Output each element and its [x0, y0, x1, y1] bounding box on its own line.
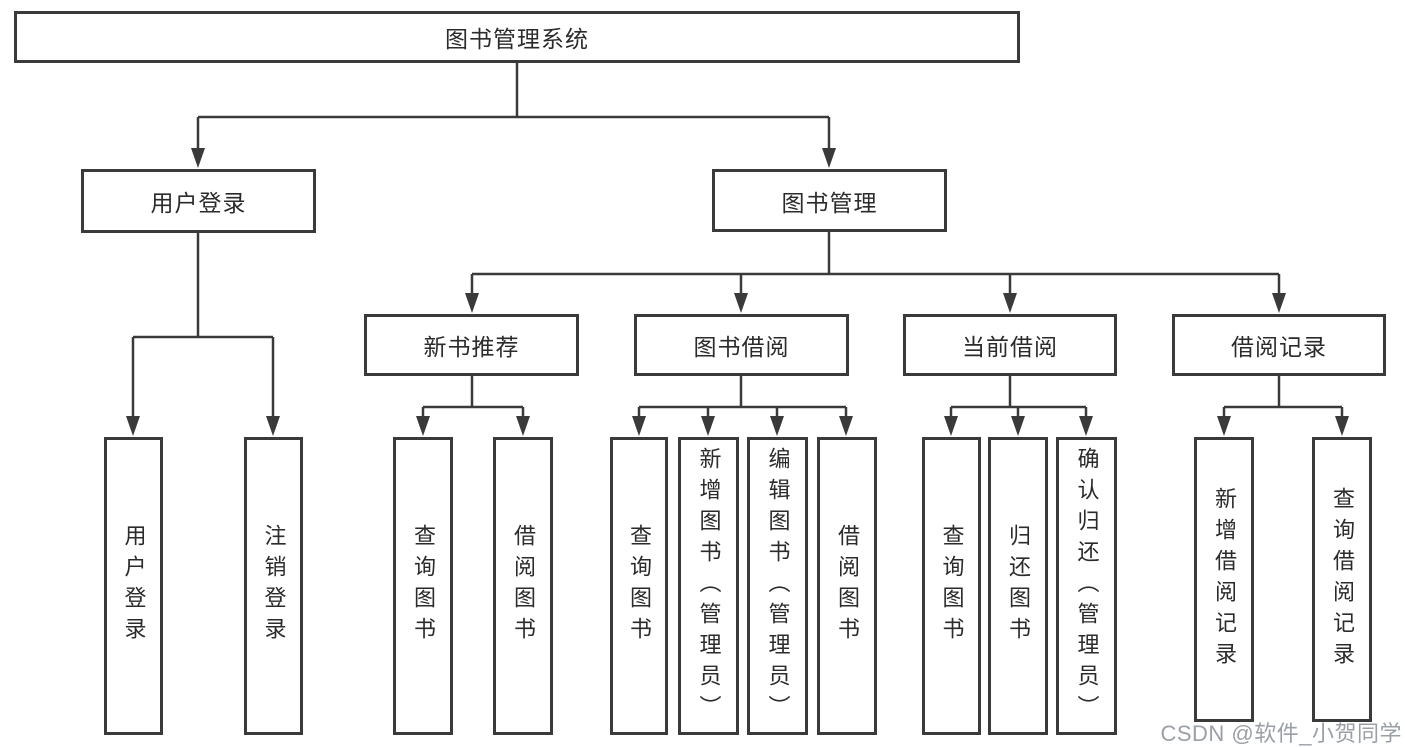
- leaf-cb-return-book: 归还图书: [988, 437, 1048, 735]
- leaf-bb-query-book-label: 查询图书: [627, 524, 652, 648]
- leaf-cb-confirm-return: 确认归还（管理员）: [1056, 437, 1117, 735]
- arrowhead-icon: [770, 416, 784, 436]
- node-borrow-record: 借阅记录: [1172, 314, 1386, 376]
- leaf-cb-query-book: 查询图书: [922, 437, 981, 735]
- node-user-login: 用户登录: [81, 169, 316, 233]
- connector-currentborrow-to-leaves: [949, 376, 1088, 418]
- node-book-borrow: 图书借阅: [634, 314, 849, 376]
- leaf-user-login: 用户登录: [104, 437, 163, 735]
- arrowhead-icon: [266, 416, 280, 436]
- leaf-bb-edit-book: 编辑图书（管理员）: [747, 437, 808, 735]
- node-user-login-label: 用户登录: [150, 190, 247, 216]
- node-root-label: 图书管理系统: [445, 26, 589, 52]
- connector-userlogin-to-leaves: [131, 233, 275, 418]
- arrowhead-icon: [516, 416, 530, 436]
- node-root: 图书管理系统: [14, 11, 1020, 63]
- connector-bookmgmt-to-level2: [470, 232, 1281, 296]
- arrowhead-icon: [1011, 416, 1025, 436]
- leaf-nb-borrow-book-label: 借阅图书: [511, 524, 536, 648]
- arrowhead-icon: [416, 416, 430, 436]
- leaf-bb-add-book: 新增图书（管理员）: [678, 437, 739, 735]
- node-book-mgmt-label: 图书管理: [781, 189, 878, 216]
- arrowhead-icon: [1003, 293, 1017, 313]
- leaf-nb-query-book: 查询图书: [393, 437, 453, 735]
- connector-bookborrow-to-leaves: [637, 376, 848, 418]
- leaf-bb-borrow-book-label: 借阅图书: [835, 524, 860, 648]
- leaf-cb-return-book-label: 归还图书: [1006, 524, 1031, 648]
- arrowhead-icon: [822, 148, 836, 168]
- leaf-br-query-record-label: 查询借阅记录: [1330, 486, 1355, 673]
- connector-borrowrecord-to-leaves: [1222, 376, 1344, 418]
- leaf-br-add-record: 新增借阅记录: [1194, 437, 1254, 722]
- arrowhead-icon: [701, 416, 715, 436]
- node-book-mgmt: 图书管理: [712, 169, 947, 232]
- arrowhead-icon: [1217, 416, 1231, 436]
- arrowhead-icon: [1335, 416, 1349, 436]
- node-current-borrow-label: 当前借阅: [962, 334, 1058, 360]
- node-new-book-rec: 新书推荐: [364, 314, 579, 376]
- leaf-nb-borrow-book: 借阅图书: [493, 437, 553, 735]
- arrowhead-icon: [734, 293, 748, 313]
- arrowhead-icon: [191, 148, 205, 168]
- node-new-book-rec-label: 新书推荐: [423, 334, 520, 360]
- leaf-bb-edit-book-label: 编辑图书（管理员）: [765, 446, 791, 726]
- node-borrow-record-label: 借阅记录: [1231, 334, 1327, 360]
- arrowhead-icon: [465, 293, 479, 313]
- leaf-bb-borrow-book: 借阅图书: [817, 437, 877, 735]
- leaf-cb-query-book-label: 查询图书: [939, 524, 965, 648]
- arrowheads: [126, 148, 1349, 436]
- leaf-logout: 注销登录: [244, 437, 303, 735]
- arrowhead-icon: [839, 416, 853, 436]
- node-current-borrow: 当前借阅: [903, 314, 1117, 376]
- leaf-nb-query-book-label: 查询图书: [411, 524, 436, 648]
- leaf-br-query-record: 查询借阅记录: [1312, 437, 1372, 722]
- csdn-watermark: CSDN @软件_小贺同学: [1160, 721, 1402, 746]
- arrowhead-icon: [126, 416, 140, 436]
- connector-root-to-level1: [196, 63, 831, 150]
- arrowhead-icon: [1272, 293, 1286, 313]
- leaf-logout-label: 注销登录: [261, 524, 287, 648]
- leaf-user-login-label: 用户登录: [121, 524, 147, 648]
- leaf-cb-confirm-return-label: 确认归还（管理员）: [1074, 446, 1100, 726]
- leaf-br-add-record-label: 新增借阅记录: [1212, 486, 1237, 673]
- connector-newbookrec-to-leaves: [421, 376, 525, 418]
- arrowhead-icon: [632, 416, 646, 436]
- node-book-borrow-label: 图书借阅: [693, 334, 790, 360]
- arrowhead-icon: [944, 416, 958, 436]
- leaf-bb-add-book-label: 新增图书（管理员）: [696, 446, 722, 726]
- leaf-bb-query-book: 查询图书: [610, 437, 668, 735]
- arrowhead-icon: [1079, 416, 1093, 436]
